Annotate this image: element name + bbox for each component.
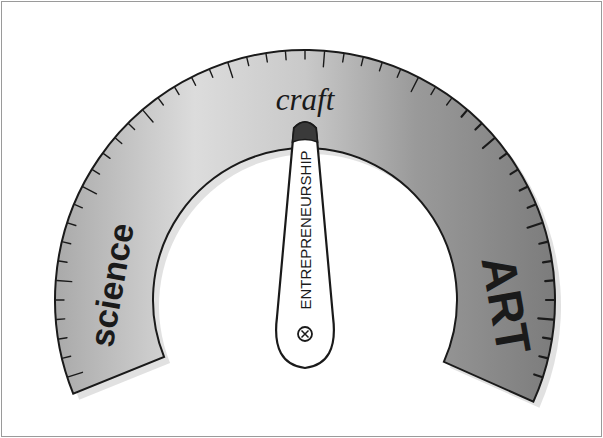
gauge-needle: ENTREPRENEURSHIP — [273, 112, 337, 372]
scale-label: craft — [276, 82, 335, 118]
needle-label: ENTREPRENEURSHIP — [297, 150, 314, 309]
